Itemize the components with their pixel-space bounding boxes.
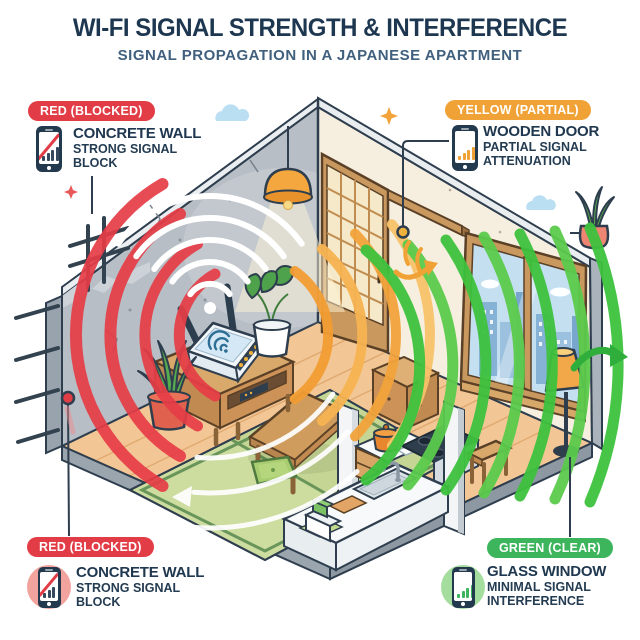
callout-line: ATTENUATION [483, 154, 571, 168]
partial-arrow-icon [393, 240, 438, 280]
phone-signal-clear-icon [451, 566, 475, 608]
callout-heading: WOODEN DOOR [483, 123, 600, 140]
phone-signal-partial-icon [452, 125, 478, 171]
callout-connectors [67, 140, 571, 537]
status-badge: YELLOW (PARTIAL) [445, 100, 591, 120]
shoji-door [320, 151, 470, 354]
counter-plant-icon [298, 497, 344, 543]
wifi-signal-arcs [115, 193, 305, 314]
callout-line: BLOCK [73, 156, 118, 170]
floor-signal-arcs [172, 391, 360, 531]
wall-marker-trace [64, 405, 76, 435]
page-subtitle: SIGNAL PROPAGATION IN A JAPANESE APARTME… [117, 47, 523, 64]
page-title: WI-FI SIGNAL STRENGTH & INTERFERENCE [72, 14, 568, 42]
clear-signal-arcs [360, 222, 624, 508]
wifi-router [177, 283, 263, 384]
wall-marker-dot [60, 390, 76, 406]
callout-line: STRONG SIGNAL [76, 581, 181, 595]
callout-line: MINIMAL SIGNAL [487, 580, 591, 594]
sparkle-icon [64, 107, 398, 199]
cloud-icon [215, 104, 556, 210]
callout-heading: CONCRETE WALL [76, 564, 205, 581]
door-marker-dot [396, 225, 410, 239]
wifi-logo-icon [207, 330, 231, 353]
callout-heading: GLASS WINDOW [487, 563, 607, 580]
white-arrow-icon [172, 486, 192, 507]
clear-arrow-icon [570, 344, 628, 372]
callout-line: INTERFERENCE [487, 594, 585, 608]
callout-line: BLOCK [76, 595, 121, 609]
status-badge: RED (BLOCKED) [28, 101, 155, 121]
phone-signal-blocked-icon [37, 566, 61, 608]
callout-line: PARTIAL SIGNAL [483, 140, 587, 154]
potted-plant [244, 265, 294, 358]
status-badge: GREEN (CLEAR) [487, 538, 613, 558]
callout-heading: CONCRETE WALL [73, 125, 202, 142]
callout-line: STRONG SIGNAL [73, 142, 178, 156]
header: WI-FI SIGNAL STRENGTH & INTERFERENCE SIG… [0, 14, 640, 64]
phone-signal-blocked-icon [36, 126, 62, 172]
status-badge: RED (BLOCKED) [27, 537, 154, 557]
